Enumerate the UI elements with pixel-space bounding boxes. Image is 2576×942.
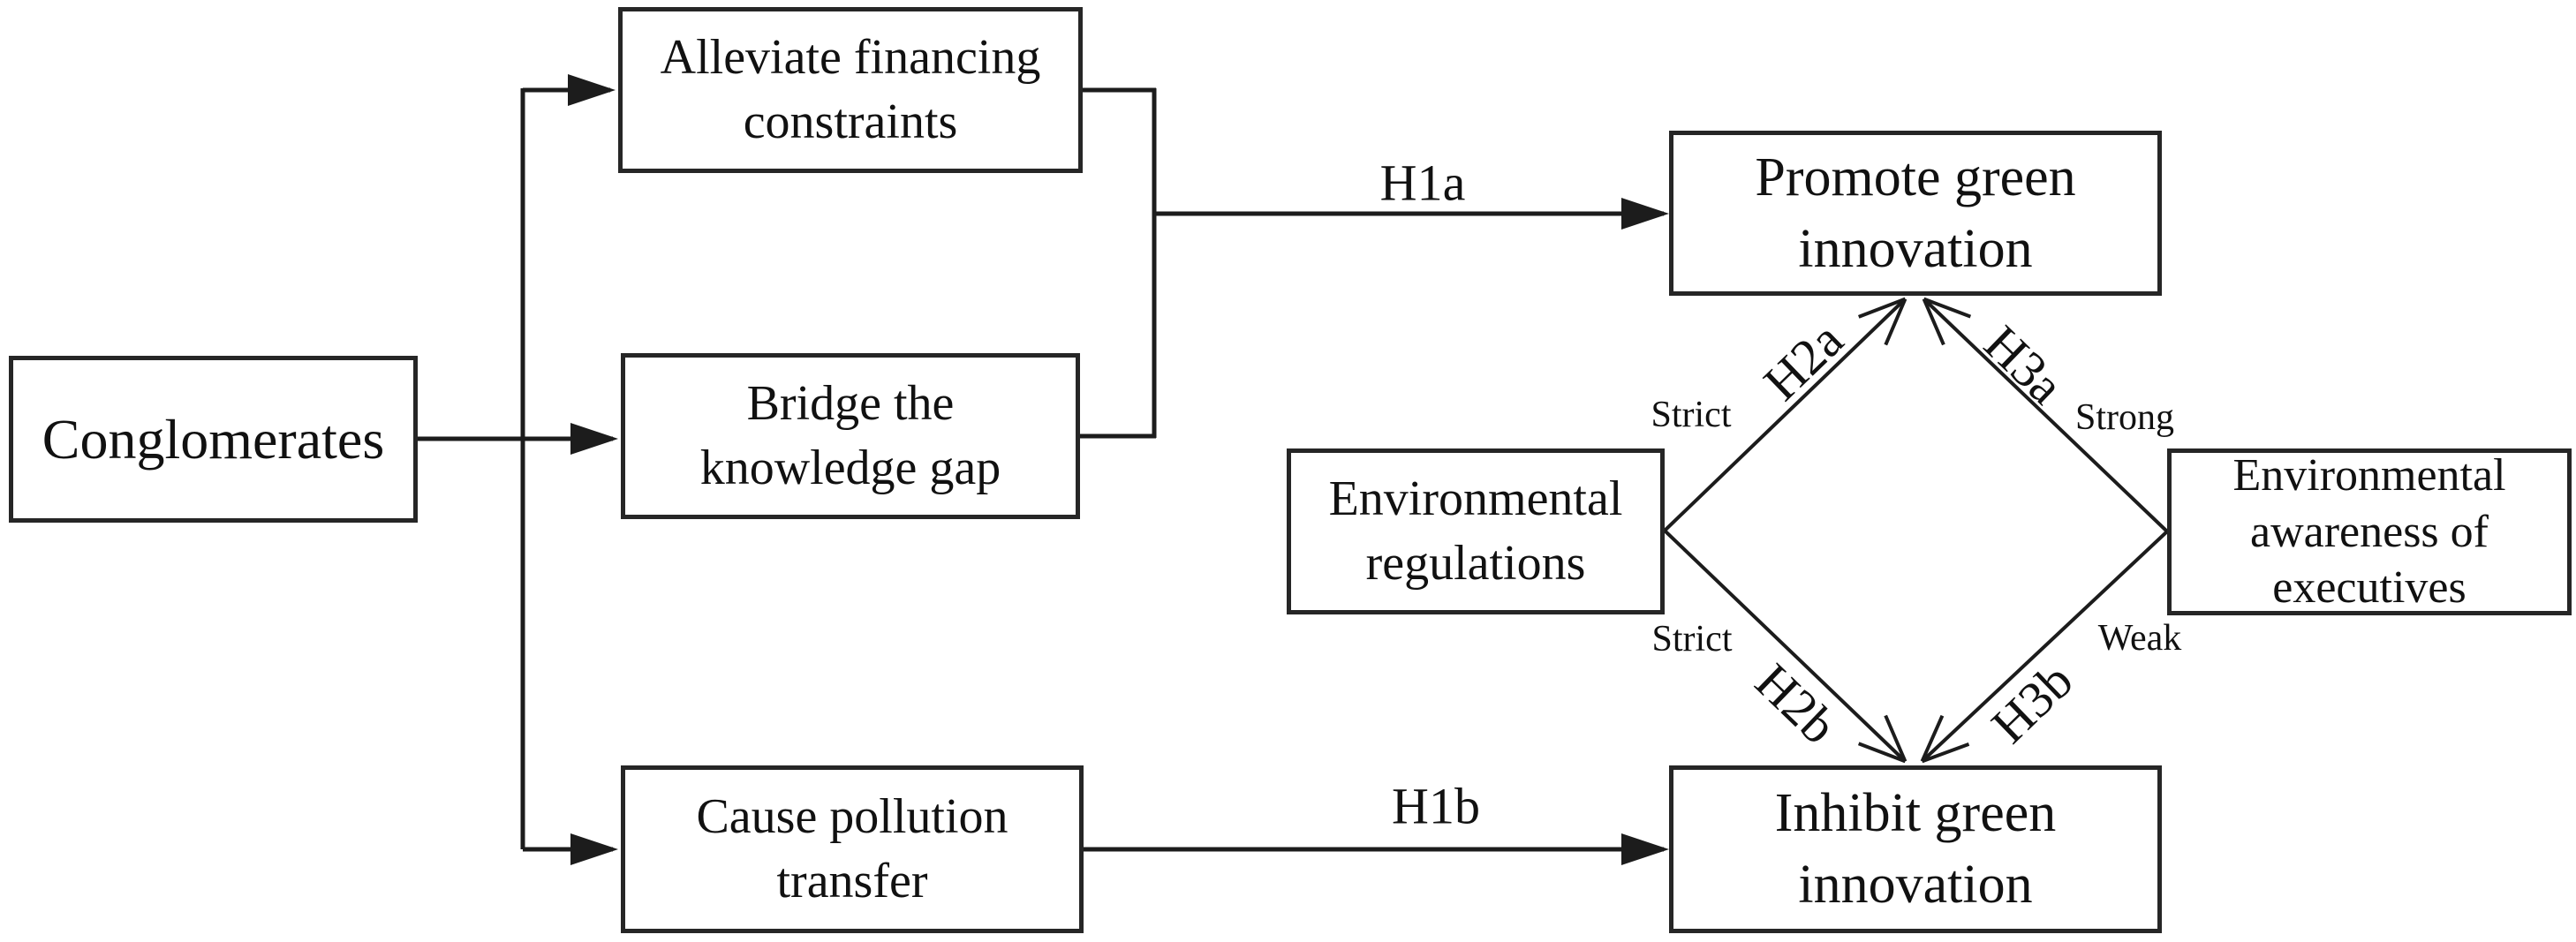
node-label-line: Environmental — [2232, 450, 2506, 501]
node-label-line: innovation — [1798, 218, 2033, 279]
node-label-line: Bridge the — [746, 376, 955, 432]
node-environmental-awareness-of-executives: Environmental awareness of executives — [2167, 448, 2572, 615]
node-label-line: Cause pollution — [696, 789, 1008, 845]
node-label: Conglomerates — [42, 407, 385, 471]
node-label-line: executives — [2272, 562, 2466, 614]
modifier-label-strong: Strong — [2074, 397, 2175, 438]
node-bridge-knowledge-gap: Bridge the knowledge gap — [621, 353, 1080, 519]
node-label-line: innovation — [1798, 855, 2033, 915]
edge-h2a — [1663, 297, 1907, 532]
edge-label-h1a: H1a — [1379, 154, 1466, 212]
node-environmental-regulations: Environmental regulations — [1287, 448, 1665, 614]
node-label-line: Environmental — [1328, 471, 1623, 527]
node-label-line: awareness of — [2250, 506, 2489, 557]
node-label-line: Alleviate financing — [660, 30, 1041, 86]
node-alleviate-financing-constraints: Alleviate financing constraints — [618, 7, 1083, 173]
node-label-line: constraints — [743, 94, 958, 149]
edge-h3b — [1920, 530, 2169, 764]
edge-h3a — [1922, 297, 2169, 533]
node-label-line: knowledge gap — [699, 441, 1001, 495]
node-inhibit-green-innovation: Inhibit green innovation — [1669, 765, 2162, 933]
node-cause-pollution-transfer: Cause pollution transfer — [621, 765, 1084, 933]
node-promote-green-innovation: Promote green innovation — [1669, 131, 2162, 296]
node-label-line: regulations — [1365, 536, 1586, 591]
edge-h2b — [1663, 529, 1907, 764]
modifier-label-weak: Weak — [2097, 618, 2182, 659]
node-label-line: transfer — [776, 854, 928, 908]
edge-label-h1b: H1b — [1392, 777, 1480, 835]
node-conglomerates: Conglomerates — [9, 356, 418, 523]
node-label-line: Promote green — [1755, 147, 2076, 207]
node-label-line: Inhibit green — [1774, 783, 2057, 844]
modifier-label-strict-upper: Strict — [1651, 395, 1732, 435]
modifier-label-strict-lower: Strict — [1651, 619, 1733, 659]
